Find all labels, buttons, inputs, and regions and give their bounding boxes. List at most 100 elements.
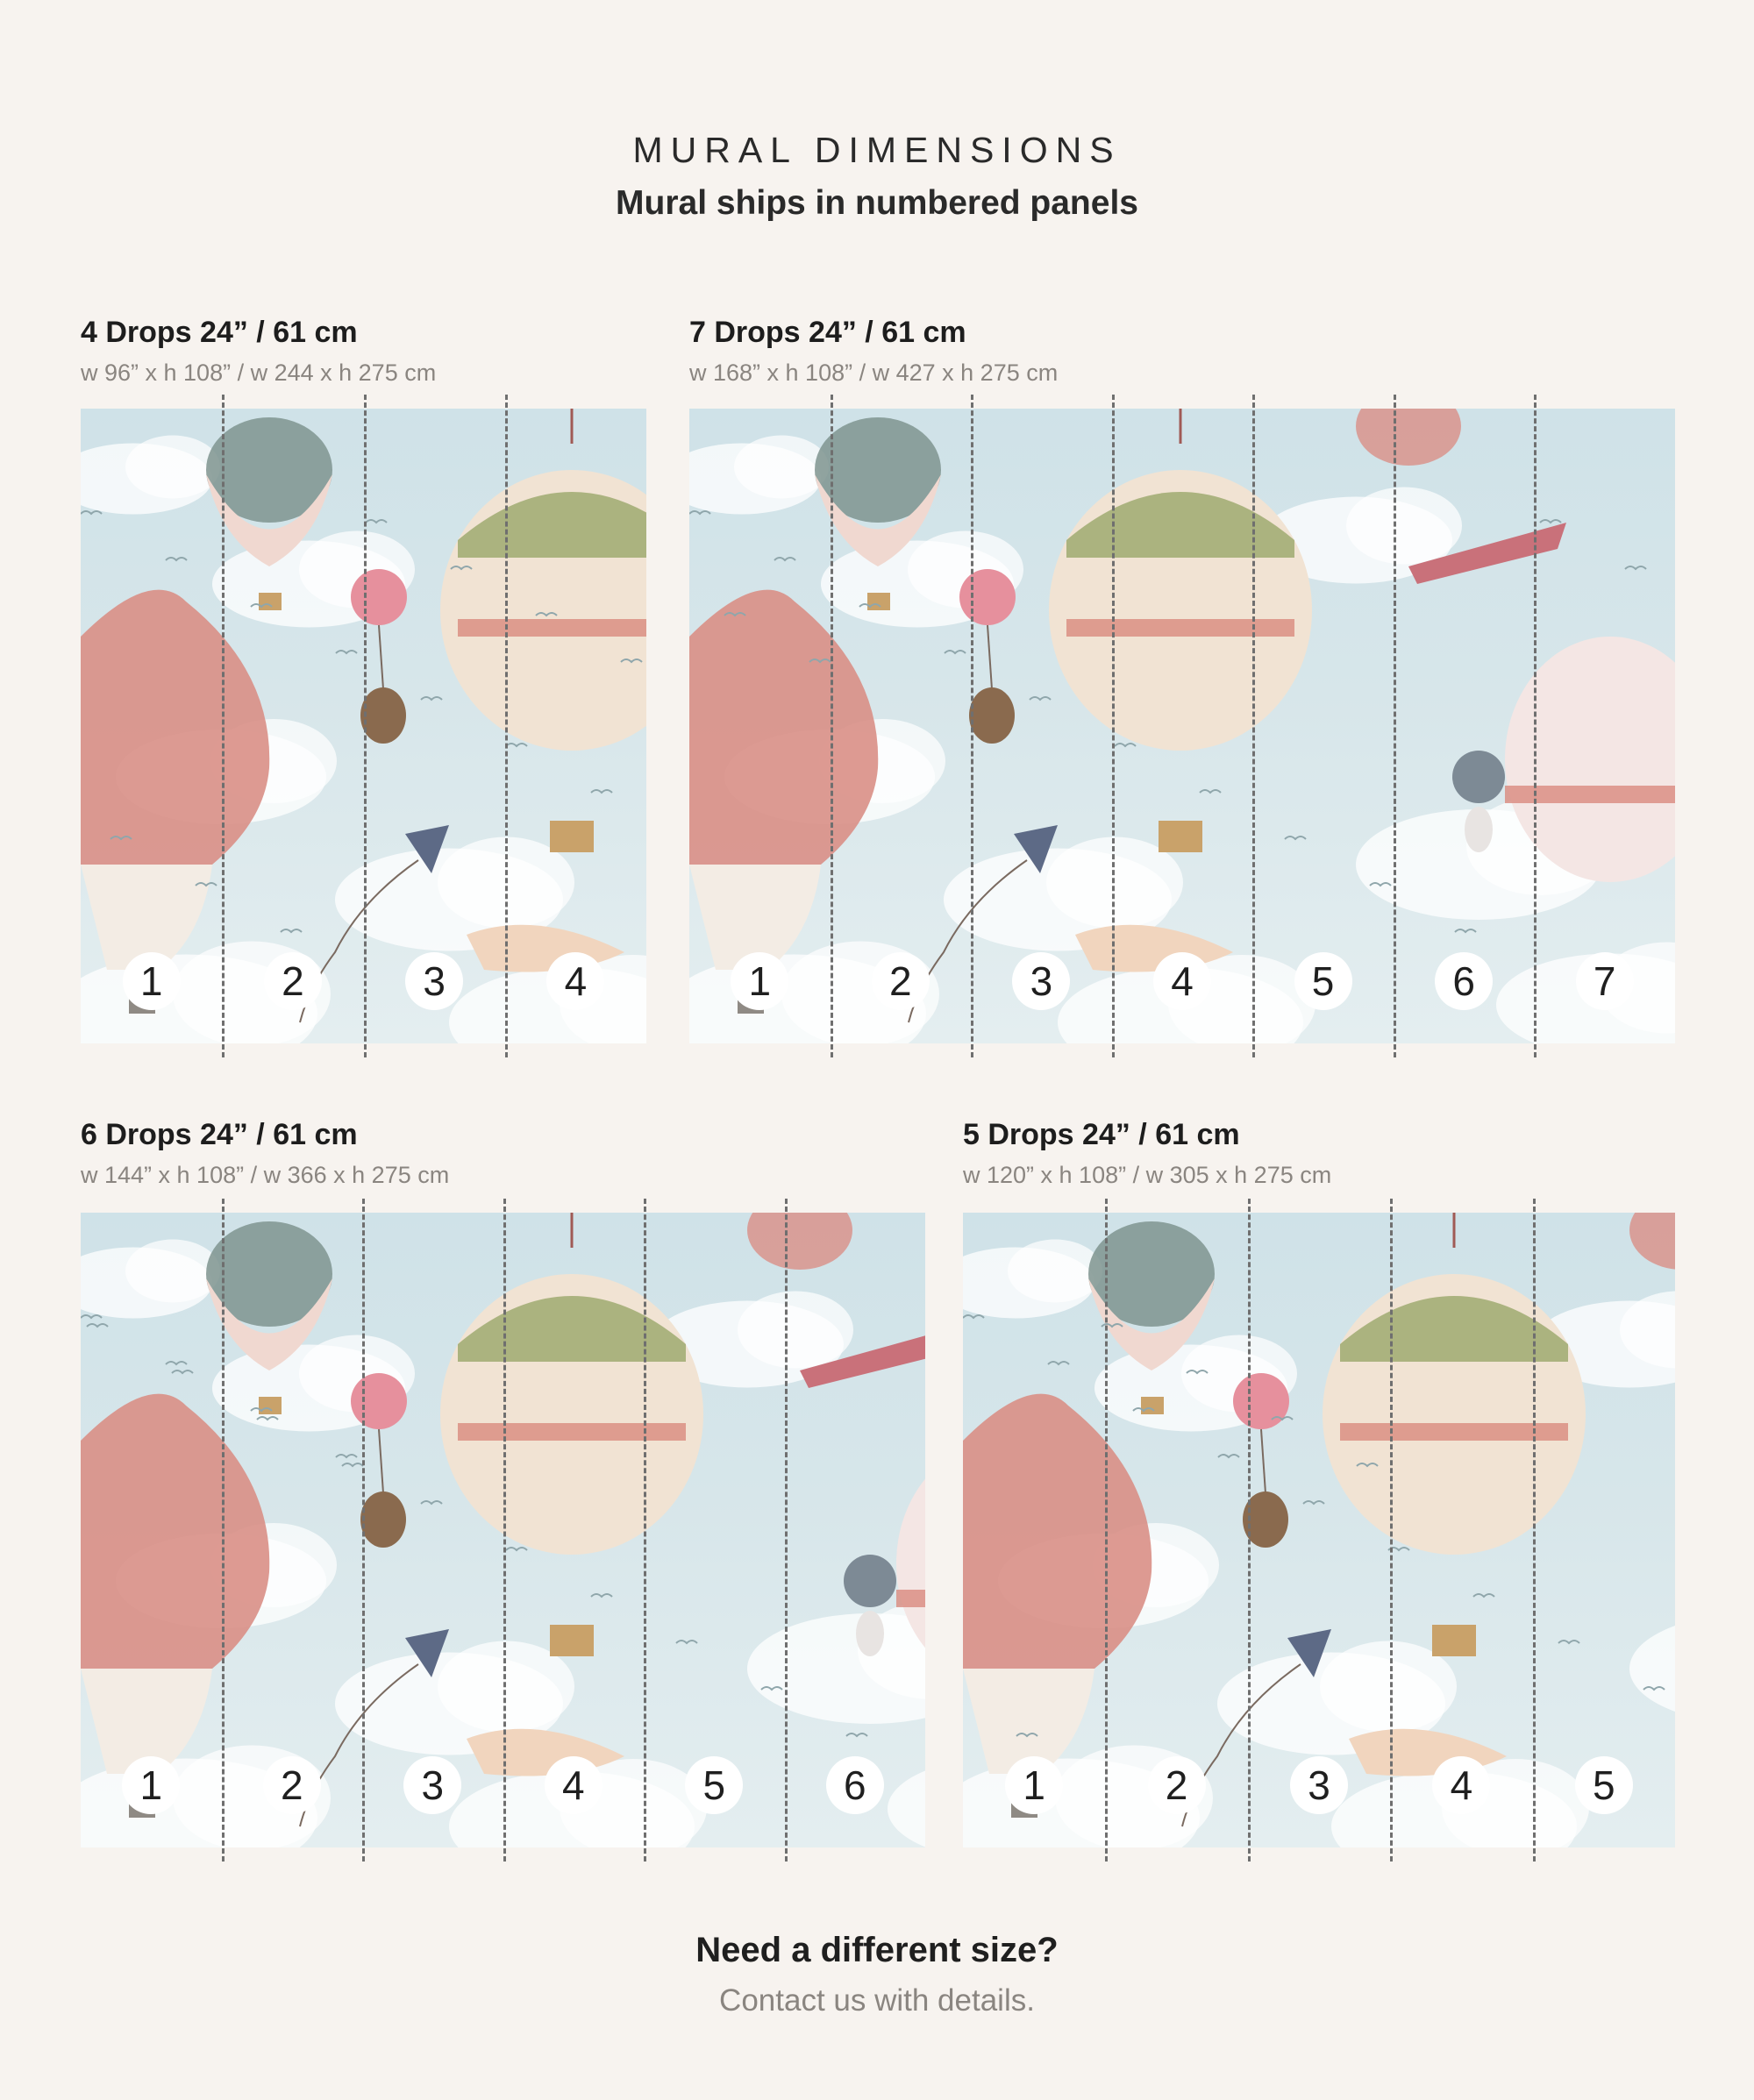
panel-number: 3 xyxy=(405,952,464,1010)
panel-number: 2 xyxy=(263,952,322,1010)
bird xyxy=(505,1547,528,1552)
cream-balloon-band xyxy=(1066,619,1294,637)
cream-balloon-top xyxy=(1340,1296,1568,1362)
pink-balloon xyxy=(963,1393,1152,1669)
bird xyxy=(165,557,188,562)
balloon-string xyxy=(987,624,993,690)
red-airplane xyxy=(800,1335,925,1388)
panel-cut-line xyxy=(504,395,508,1057)
grey-balloon xyxy=(1088,1221,1215,1327)
footer-title: Need a different size? xyxy=(695,1931,1059,1969)
mural-illustration xyxy=(963,1213,1675,1847)
panel-number: 5 xyxy=(1574,1756,1633,1814)
cloud xyxy=(438,1641,574,1733)
pink-balloon xyxy=(81,589,270,865)
bird xyxy=(774,557,796,562)
option-4-drops: 4 Drops 24” / 61 cm w 96” x h 108” / w 2… xyxy=(81,316,646,1057)
bird xyxy=(86,1323,109,1328)
panel-cut-line xyxy=(971,395,974,1057)
cream-balloon-band xyxy=(458,619,646,637)
grey-balloon-body xyxy=(815,474,941,566)
bird xyxy=(1643,1686,1665,1691)
bird xyxy=(1101,1323,1123,1328)
panel-number: 5 xyxy=(1294,952,1352,1010)
panel-number: 4 xyxy=(546,952,605,1010)
panel-number: 4 xyxy=(544,1756,602,1814)
cloud xyxy=(125,435,220,499)
bird xyxy=(724,612,746,617)
bird xyxy=(1199,789,1222,794)
balloon-basket xyxy=(867,593,890,610)
cream-balloon-top xyxy=(458,1296,686,1362)
grey-balloon-small xyxy=(844,1555,896,1607)
panel-cut-line xyxy=(222,395,225,1057)
pink-balloon-skirt xyxy=(689,865,821,970)
panel-cut-line xyxy=(830,395,833,1057)
kite xyxy=(405,825,449,873)
option-6-drops: 6 Drops 24” / 61 cm w 144” x h 108” / w … xyxy=(81,1118,925,1862)
cloud xyxy=(125,1239,220,1303)
panel-cut-line xyxy=(1252,395,1256,1057)
pink-balloon-skirt xyxy=(963,1669,1094,1774)
balloon-basket xyxy=(550,1625,594,1656)
option-dimensions: w 144” x h 108” / w 366 x h 275 cm xyxy=(81,1162,450,1188)
option-dimensions: w 96” x h 108” / w 244 x h 275 cm xyxy=(81,359,437,386)
bird xyxy=(1454,929,1477,934)
kite xyxy=(1014,825,1058,873)
bird xyxy=(1271,1416,1294,1421)
checked-balloon-band xyxy=(896,1590,925,1607)
balloon-string xyxy=(378,624,384,690)
bird xyxy=(944,650,966,655)
option-7-drops: 7 Drops 24” / 61 cm w 168” x h 108” / w … xyxy=(689,316,1675,1057)
bird xyxy=(845,1733,868,1738)
bird xyxy=(420,696,443,701)
pink-balloon-small xyxy=(351,1373,407,1429)
cloud xyxy=(1620,1291,1675,1369)
mural-preview xyxy=(963,1213,1675,1847)
panel-cut-line xyxy=(784,1199,788,1862)
page-subtitle: Mural ships in numbered panels xyxy=(616,184,1138,222)
bunny xyxy=(856,1611,884,1656)
panel-cut-line xyxy=(1111,395,1115,1057)
balloon-basket xyxy=(1159,821,1202,852)
panel-number: 2 xyxy=(871,952,930,1010)
panel-cut-line xyxy=(644,1199,646,1862)
bunny xyxy=(1465,807,1493,852)
cloud xyxy=(1346,487,1462,565)
panel-number: 3 xyxy=(403,1756,462,1814)
panel-number: 6 xyxy=(825,1756,884,1814)
pink-balloon-small xyxy=(959,569,1016,625)
bird xyxy=(590,1593,613,1598)
grey-balloon xyxy=(206,417,332,523)
bird xyxy=(1186,1370,1209,1375)
checked-balloon-band xyxy=(1505,786,1675,803)
panel-number: 3 xyxy=(1012,952,1071,1010)
bird xyxy=(590,789,613,794)
bird xyxy=(450,566,473,571)
pink-balloon-small xyxy=(351,569,407,625)
bird xyxy=(809,658,831,664)
balloon-basket xyxy=(259,593,282,610)
bird xyxy=(1539,519,1562,524)
option-dimensions: w 168” x h 108” / w 427 x h 275 cm xyxy=(689,359,1059,386)
bird xyxy=(1029,696,1052,701)
balloon-basket xyxy=(1432,1625,1476,1656)
bird xyxy=(505,743,528,748)
cloud xyxy=(1629,1626,1675,1712)
cloud xyxy=(1046,836,1183,929)
option-title: 4 Drops 24” / 61 cm xyxy=(81,316,358,349)
panel-number: 4 xyxy=(1153,952,1211,1010)
panel-cut-line xyxy=(503,1199,506,1862)
bird xyxy=(1132,1407,1155,1413)
bird xyxy=(535,612,558,617)
pink-balloon xyxy=(689,589,879,865)
bird xyxy=(256,1416,279,1421)
cloud xyxy=(1320,1641,1457,1733)
option-title: 5 Drops 24” / 61 cm xyxy=(963,1118,1240,1151)
panel-number: 6 xyxy=(1435,952,1494,1010)
bird xyxy=(760,1686,783,1691)
panel-number: 5 xyxy=(685,1756,744,1814)
cream-balloon-band xyxy=(458,1423,686,1441)
mural-artwork xyxy=(81,1213,925,1847)
hedgehog xyxy=(360,687,406,744)
